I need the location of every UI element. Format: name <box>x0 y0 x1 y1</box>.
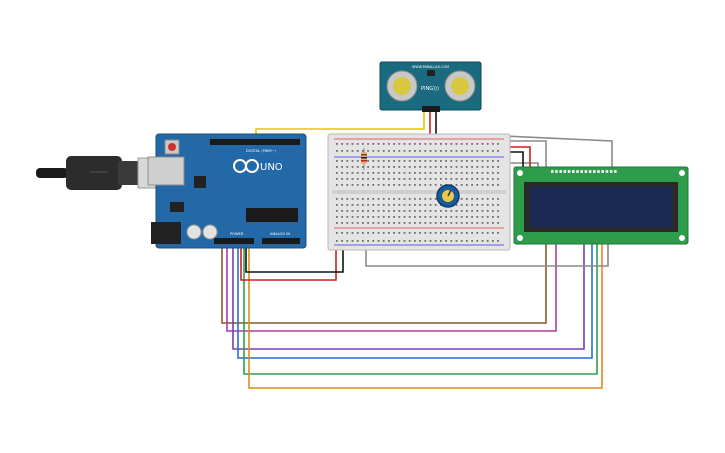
resistor <box>361 148 367 170</box>
wire-orange <box>248 243 603 389</box>
usb-port <box>147 156 185 186</box>
wire-green <box>243 243 598 375</box>
atmega-chip <box>246 208 298 222</box>
wire-gray-2 <box>503 135 613 168</box>
usb-plug-neck <box>118 161 140 185</box>
potentiometer[interactable] <box>436 184 460 208</box>
sensor-maker: WWW.PARALLAX.COM <box>412 65 449 69</box>
arduino-header-label: DIGITAL (PWM~) <box>246 149 276 153</box>
arduino-brand: UNO <box>260 162 283 173</box>
wire-blue <box>237 243 593 359</box>
capacitor-2 <box>202 224 218 240</box>
arduino-logo-right <box>245 159 259 173</box>
wire-gray-4 <box>503 162 539 168</box>
wire-gray-1 <box>498 140 547 168</box>
wire-brown <box>221 243 547 324</box>
usb-chip <box>194 176 206 188</box>
ultrasonic-sensor[interactable]: WWW.PARALLAX.COM PING))) <box>379 61 482 112</box>
power-jack <box>151 222 181 244</box>
arduino-analog-label: ANALOG IN <box>270 232 290 236</box>
lcd-pins <box>551 170 617 173</box>
power-header <box>214 238 254 244</box>
capacitor-1 <box>186 224 202 240</box>
wire-purple <box>232 243 585 350</box>
wire-magenta <box>226 243 557 332</box>
analog-header <box>262 238 300 244</box>
usb-plug-body <box>66 156 122 190</box>
sensor-model: PING))) <box>421 86 439 92</box>
breadboard[interactable] <box>327 133 511 251</box>
wires <box>221 112 613 389</box>
arduino-power-label: POWER <box>230 232 244 236</box>
usb-cable-cord <box>36 168 68 178</box>
arduino-uno[interactable]: UNO DIGITAL (PWM~) POWER ANALOG IN <box>147 133 307 249</box>
lcd-screen <box>530 187 672 227</box>
lcd-display[interactable] <box>513 166 689 245</box>
digital-header <box>210 139 300 145</box>
